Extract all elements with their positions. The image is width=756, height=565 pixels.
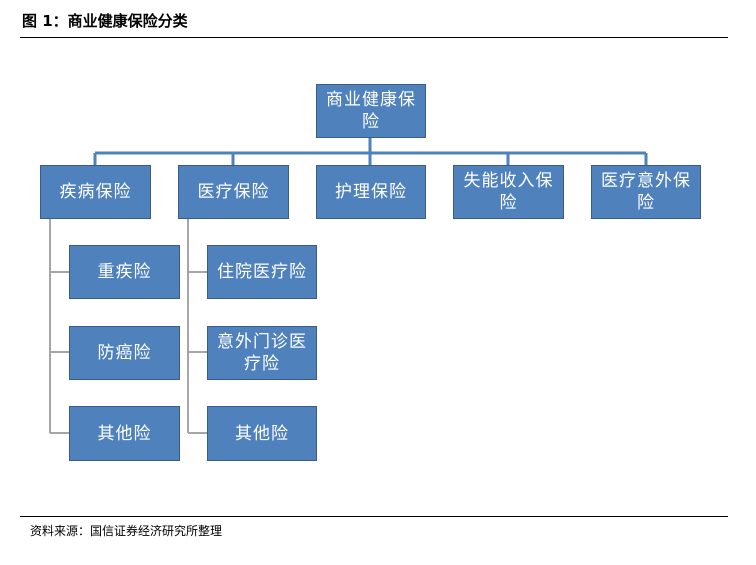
- subcategory-label: 其他险: [235, 423, 289, 444]
- subcategory-label: 住院医疗险: [217, 262, 307, 282]
- category-node-1: 疾病保险: [40, 165, 151, 219]
- category-node-5: 医疗意外保险: [591, 165, 701, 219]
- subcategory-node-1-2: 防癌险: [69, 326, 180, 380]
- subcategory-node-2-1: 住院医疗险: [207, 245, 317, 299]
- subcategory-label: 意外门诊医疗险: [217, 332, 307, 374]
- subcategory-node-2-3: 其他险: [207, 406, 317, 461]
- subcategory-label: 重疾险: [97, 262, 152, 282]
- subcategory-node-2-2: 意外门诊医疗险: [207, 326, 317, 380]
- category-label: 疾病保险: [59, 182, 132, 202]
- root-node: 商业健康保险: [316, 84, 426, 138]
- top-divider: [20, 37, 728, 38]
- source-note: 资料来源：国信证券经济研究所整理: [30, 524, 223, 538]
- category-node-2: 医疗保险: [178, 165, 289, 219]
- subcategory-node-1-3: 其他险: [69, 406, 180, 461]
- subcategory-node-1-1: 重疾险: [69, 245, 180, 299]
- figure-title: 图 1：商业健康保险分类: [22, 12, 188, 30]
- category-node-3: 护理保险: [316, 165, 426, 219]
- subcategory-label: 防癌险: [97, 343, 152, 363]
- root-node-label: 商业健康保险: [326, 90, 416, 132]
- category-label: 医疗保险: [197, 182, 270, 202]
- category-node-4: 失能收入保险: [453, 165, 564, 219]
- bottom-divider: [20, 516, 728, 517]
- category-label: 护理保险: [335, 182, 407, 202]
- category-label: 医疗意外保险: [601, 171, 691, 213]
- category-label: 失能收入保险: [463, 171, 554, 213]
- subcategory-label: 其他险: [97, 423, 152, 444]
